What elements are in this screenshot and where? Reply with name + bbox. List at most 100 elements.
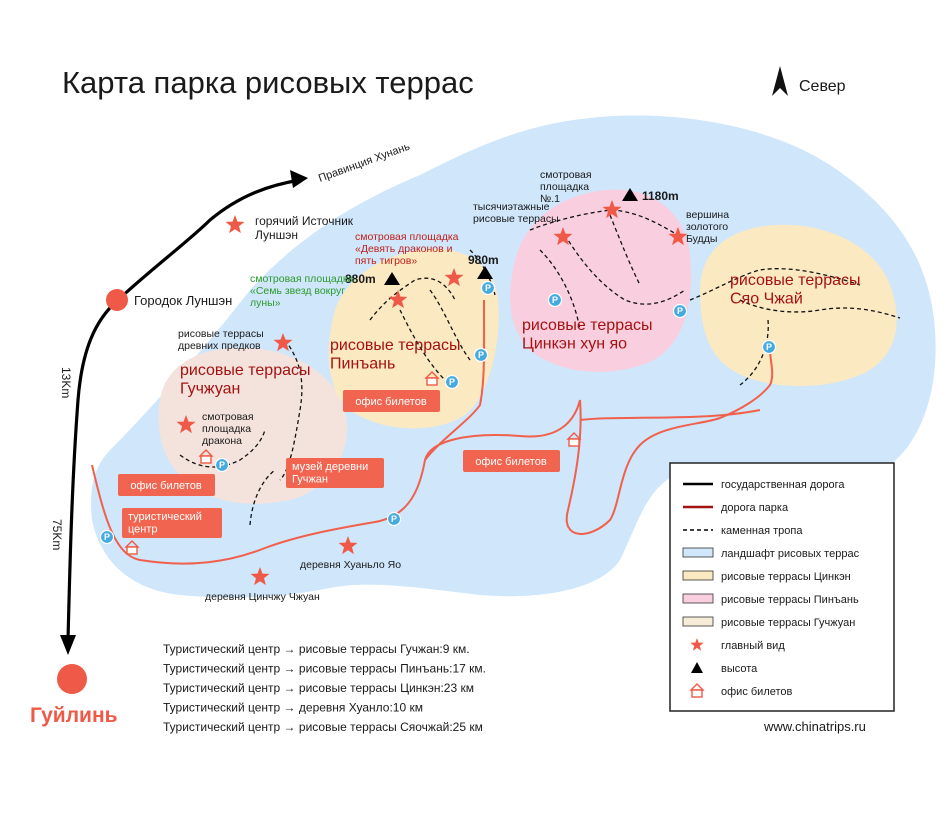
golden-buddha-text: вершина bbox=[686, 209, 729, 221]
parking-icon: P bbox=[480, 280, 496, 296]
legend-swatch bbox=[682, 616, 714, 627]
distance-line: Туристический центр → деревня Хуанло:10 … bbox=[163, 701, 423, 715]
peak-880-icon bbox=[384, 272, 400, 285]
star-thousand-icon bbox=[553, 227, 573, 246]
view1-text-line: площадка bbox=[540, 181, 589, 193]
parking-icon: P bbox=[444, 374, 460, 390]
golden-buddha-text-line: Будды bbox=[686, 233, 717, 245]
peak-1180-icon bbox=[622, 188, 638, 201]
thousand-layer-label: тысячиэтажные рисовые террасы bbox=[473, 201, 559, 225]
svg-text:P: P bbox=[391, 514, 397, 524]
hotspring-label: горячий Источник Луншэн bbox=[255, 214, 356, 242]
legend-swatch bbox=[682, 570, 714, 581]
dragon-view-text-line: дракона bbox=[202, 435, 242, 447]
legend-label: ландшафт рисовых террас bbox=[721, 548, 860, 560]
distance-line: Туристический центр → рисовые террасы Ся… bbox=[163, 720, 483, 734]
museum-text-line: Гучжан bbox=[292, 474, 328, 486]
distance-line: Туристический центр → рисовые террасы Гу… bbox=[163, 642, 470, 656]
star-seven-stars-icon bbox=[388, 290, 408, 309]
legend-label: высота bbox=[721, 663, 758, 675]
golden-buddha-text-line: золотого bbox=[686, 221, 728, 233]
svg-text:P: P bbox=[478, 350, 484, 360]
ticket-office-jinkeng: офис билетов bbox=[463, 450, 560, 472]
xiaozhai-area bbox=[700, 224, 897, 387]
legend-item: дорога парка bbox=[683, 502, 789, 514]
nine-dragons-text: смотровая площадка bbox=[355, 231, 459, 243]
parking-icon: P bbox=[672, 303, 688, 319]
ancestors-text: рисовые террасы bbox=[178, 328, 264, 340]
region-jinkeng-text-line: Цинкэн хун яо bbox=[522, 335, 627, 352]
hotspring-text-line: Луншэн bbox=[255, 228, 298, 242]
star-nine-dragons-icon bbox=[444, 268, 464, 287]
star-icon bbox=[690, 638, 704, 651]
km13-label: 13Km bbox=[59, 367, 73, 398]
legend-label: рисовые террасы Гучжуан bbox=[721, 617, 855, 629]
parking-icon: P bbox=[99, 529, 115, 545]
ticket-office-pingan-text: офис билетов bbox=[355, 396, 427, 408]
parking-icons: P P P P P P P P P bbox=[99, 280, 777, 545]
star-dragon-icon bbox=[176, 415, 196, 434]
distance-line: Туристический центр → рисовые террасы Ци… bbox=[163, 681, 474, 695]
ticket-office-pingan: офис билетов bbox=[343, 390, 440, 412]
guilin-town-marker bbox=[57, 664, 87, 694]
house-icon bbox=[689, 683, 705, 698]
museum-text-line: музей деревни bbox=[292, 461, 368, 473]
legend-item: государственная дорога bbox=[683, 479, 845, 491]
tourist-center-text-line: центр bbox=[128, 524, 158, 536]
region-pingan-text: рисовые террасы bbox=[330, 337, 461, 354]
website: www.chinatrips.ru bbox=[763, 719, 866, 734]
region-xiaozhai-label: рисовые террасы Сяо Чжай bbox=[730, 272, 865, 307]
road-arrow-south-icon bbox=[60, 635, 76, 655]
ticket-office-guzhuang-text: офис билетов bbox=[130, 480, 202, 492]
parking-icon: P bbox=[761, 339, 777, 355]
legend-item: рисовые террасы Цинкэн bbox=[682, 570, 851, 583]
longsheng-label: Городок Луншэн bbox=[134, 293, 232, 308]
region-jinkeng-label: рисовые террасы Цинкэн хун яо bbox=[522, 317, 657, 352]
triangle-icon bbox=[691, 662, 703, 673]
ancestors-text-line: древних предков bbox=[178, 340, 261, 352]
region-pingan-label: рисовые террасы Пинъань bbox=[330, 337, 465, 372]
legend-label: каменная тропа bbox=[721, 525, 803, 537]
star-golden-buddha-icon bbox=[668, 227, 688, 246]
region-guzhuang-text: рисовые террасы bbox=[180, 362, 311, 379]
region-guzhuang-label: рисовые террасы Гучжуан bbox=[180, 362, 315, 397]
svg-text:P: P bbox=[552, 295, 558, 305]
km75-label: 75Km bbox=[50, 519, 64, 550]
star-huangluo-icon bbox=[338, 536, 358, 555]
region-jinkeng-text: рисовые террасы bbox=[522, 317, 653, 334]
legend-label: офис билетов bbox=[721, 686, 793, 698]
parking-icon: P bbox=[386, 511, 402, 527]
house-legend-icon bbox=[689, 683, 705, 698]
north-label: Север bbox=[799, 78, 846, 95]
guilin-label: Гуйлинь bbox=[30, 704, 118, 727]
legend-item: офис билетов bbox=[689, 683, 793, 698]
huangluo-label: деревня Хуаньло Яо bbox=[300, 559, 401, 571]
star-hotspring-icon bbox=[225, 215, 245, 234]
legend-label: рисовые террасы Пинъань bbox=[721, 594, 859, 606]
distance-list: Туристический центр → рисовые террасы Гу… bbox=[163, 642, 486, 734]
legend-item: каменная тропа bbox=[683, 525, 803, 537]
jinzhu-label: деревня Цинчжу Чжуан bbox=[205, 591, 320, 603]
legend-item: рисовые террасы Гучжуан bbox=[682, 616, 855, 629]
jinzhu-text: деревня Цинчжу Чжуан bbox=[205, 591, 320, 603]
north-arrow-icon bbox=[772, 66, 788, 96]
svg-text:P: P bbox=[677, 306, 683, 316]
legend-item: главный вид bbox=[690, 638, 785, 652]
legend-box bbox=[669, 462, 895, 712]
thousand-layer-text-line: рисовые террасы bbox=[473, 213, 559, 225]
map-title: Карта парка рисовых террас bbox=[62, 65, 474, 100]
view1-text: смотровая bbox=[540, 169, 592, 181]
region-pingan-text-line: Пинъань bbox=[330, 355, 395, 372]
region-guzhuang-text-line: Гучжуан bbox=[180, 380, 240, 397]
star-ancestors-icon bbox=[273, 333, 293, 352]
peak-980-icon bbox=[477, 266, 493, 279]
thousand-layer-text: тысячиэтажные bbox=[473, 201, 550, 213]
svg-text:P: P bbox=[219, 460, 225, 470]
house-tourist-icon bbox=[124, 540, 140, 555]
